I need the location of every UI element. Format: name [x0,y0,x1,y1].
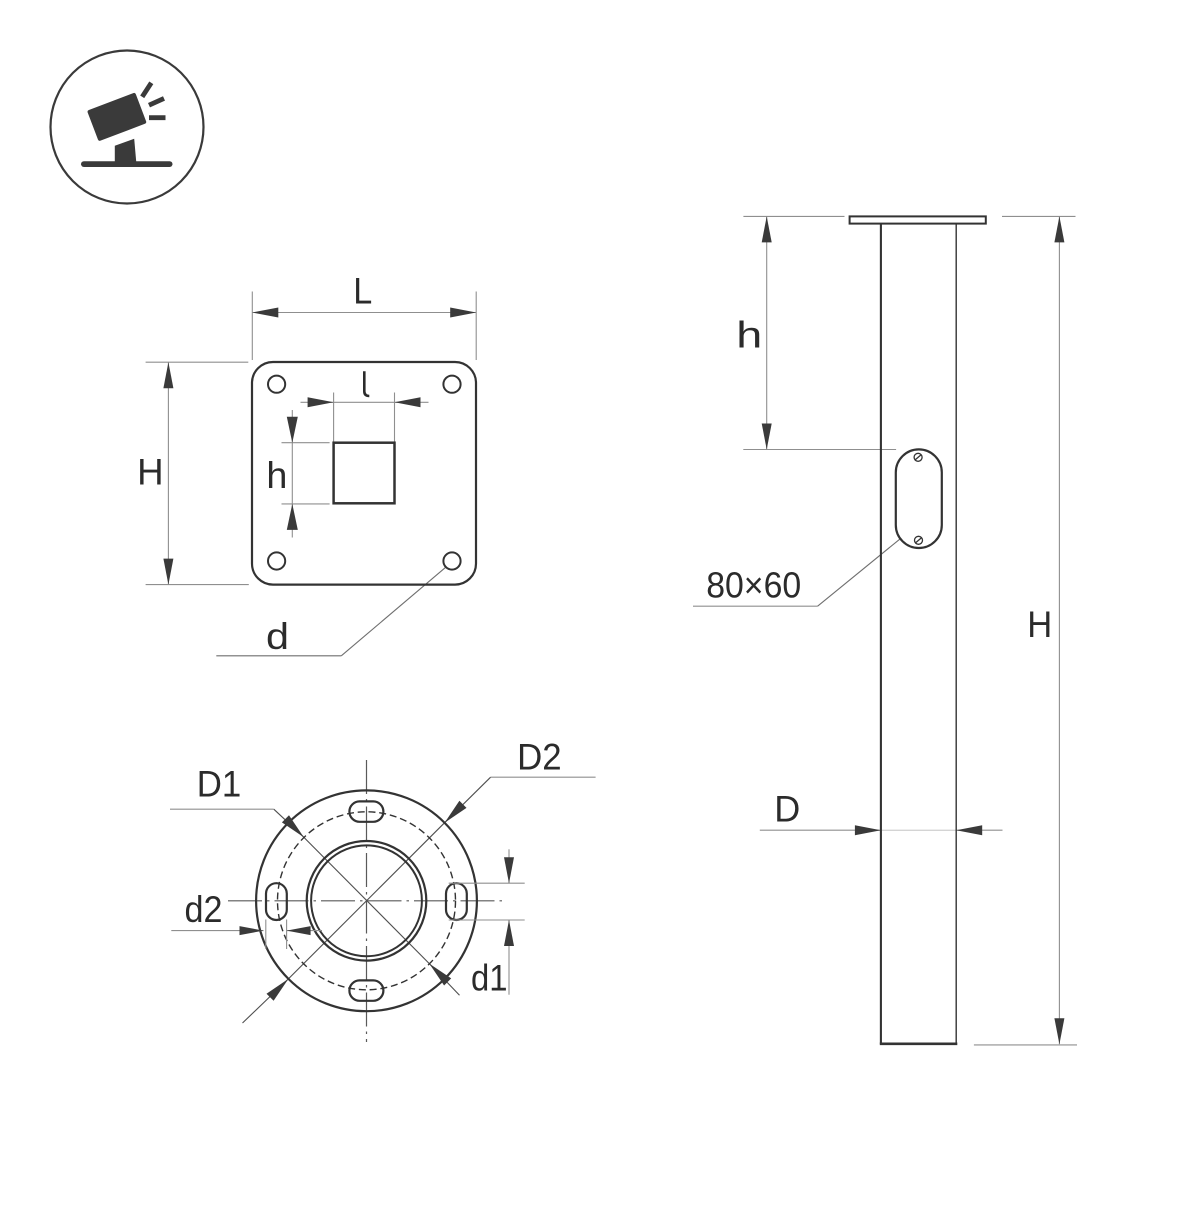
svg-text:D2: D2 [517,737,562,778]
svg-text:80×60: 80×60 [706,564,801,605]
svg-text:L: L [353,271,372,312]
svg-text:h: h [266,455,287,496]
svg-text:H: H [137,452,164,493]
svg-text:H: H [1027,604,1052,645]
svg-text:h: h [736,315,762,356]
svg-text:d: d [266,616,289,657]
svg-text:d2: d2 [185,889,223,930]
svg-text:d1: d1 [471,957,508,998]
svg-text:D1: D1 [197,763,242,804]
svg-text:D: D [774,789,800,830]
